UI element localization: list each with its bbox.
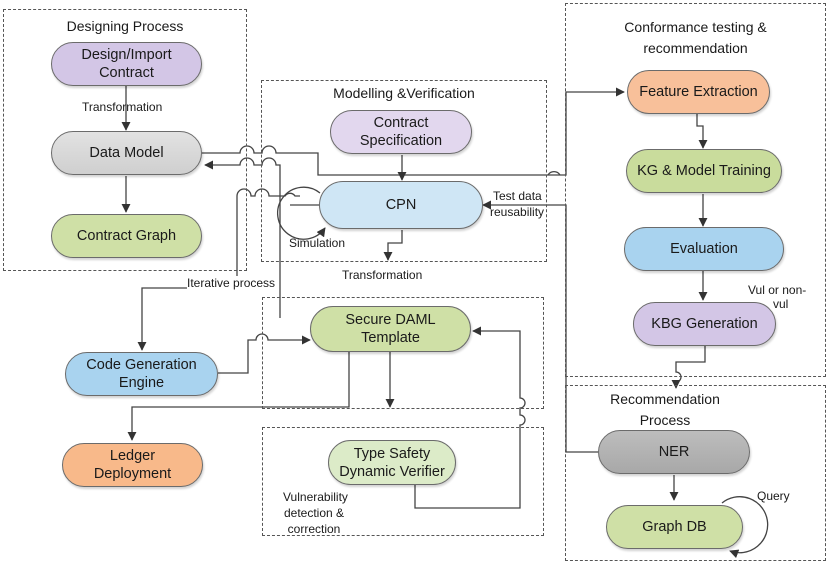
node-cpn[interactable]: CPN (319, 181, 483, 229)
node-data-model-label: Data Model (89, 145, 164, 161)
edge-codegen-to-daml (218, 333, 311, 374)
label-vul-1: Vul or non- (748, 283, 807, 297)
group-recommendation-title-2: Process (639, 412, 691, 428)
node-ledger-line2: Deployment (93, 466, 172, 482)
node-contract-graph[interactable]: Contract Graph (51, 214, 202, 258)
edge-datamodel-to-cpn (202, 145, 560, 176)
node-evaluation-label: Evaluation (670, 241, 738, 257)
group-type-safety (262, 427, 544, 536)
group-modelling-verification (261, 80, 547, 262)
node-type-safety-line1: Type Safety (353, 445, 431, 462)
edge-back-to-datamodel (204, 157, 281, 318)
node-kbg-generation[interactable]: KBG Generation (633, 302, 776, 346)
node-secure-daml-template[interactable]: Secure DAML Template (310, 306, 471, 352)
edge-query-loop (721, 496, 769, 559)
node-design-import-line2: Contract (99, 65, 154, 81)
group-conformance-testing (565, 3, 826, 377)
edge-to-feature-extraction (547, 92, 624, 176)
node-graph-db-label: Graph DB (642, 519, 707, 535)
label-vuln-1: Vulnerability (283, 490, 348, 504)
node-code-gen-line2: Engine (118, 375, 165, 391)
label-vuln-3: correction (287, 522, 341, 536)
node-secure-daml-line2: Template (361, 330, 420, 346)
node-design-import-line1: Design/Import (81, 47, 172, 63)
edge-daml-to-ledger (127, 352, 350, 441)
group-recommendation-process (565, 385, 826, 561)
group-conformance-title-1: Conformance testing & (624, 19, 767, 35)
label-simulation: Simulation (289, 236, 346, 250)
node-contract-graph-label: Contract Graph (76, 228, 177, 244)
edge-kbg-to-ner (671, 346, 706, 389)
node-kg-training-label: KG & Model Training (637, 163, 771, 179)
node-contract-spec-line2: Specification (359, 133, 443, 149)
group-designing-title: Designing Process (66, 18, 184, 34)
label-test-data-1: Test data (493, 189, 542, 203)
label-transformation-2: Transformation (342, 268, 423, 282)
node-cpn-label: CPN (385, 197, 417, 213)
node-ner[interactable]: NER (598, 430, 750, 474)
node-data-model[interactable]: Data Model (51, 131, 202, 175)
label-test-data-2: reusability (490, 205, 545, 219)
label-iterative-process: Iterative process (187, 276, 276, 290)
group-recommendation-title-1: Recommendation (610, 391, 720, 407)
node-ner-label: NER (658, 444, 690, 460)
group-secure-daml (262, 297, 544, 409)
edge-cpn-transformation (383, 230, 403, 261)
group-designing-process (3, 9, 247, 271)
node-kbg-label: KBG Generation (651, 316, 758, 332)
label-vuln-2: detection & (283, 506, 345, 520)
node-secure-daml-line1: Secure DAML (345, 312, 436, 328)
node-type-safety-line2: Dynamic Verifier (339, 463, 445, 480)
edge-verifier-to-daml (414, 326, 526, 509)
group-conformance-title-2: recommendation (643, 40, 748, 56)
edge-simulation-loop (276, 186, 326, 240)
label-transformation-1: Transformation (82, 100, 163, 114)
node-evaluation[interactable]: Evaluation (624, 227, 784, 271)
node-contract-spec-line1: Contract (373, 115, 429, 131)
node-kg-model-training[interactable]: KG & Model Training (626, 149, 782, 193)
edge-feature-to-kg (696, 113, 708, 149)
group-modelling-title: Modelling &Verification (333, 85, 475, 101)
node-feature-extraction-label: Feature Extraction (639, 84, 758, 100)
node-feature-extraction[interactable]: Feature Extraction (627, 70, 770, 114)
node-ledger-line1: Ledger (109, 448, 156, 464)
node-graph-db[interactable]: Graph DB (606, 505, 743, 549)
label-vul-2: vul (773, 297, 789, 311)
edge-ner-to-cpn (482, 200, 598, 453)
node-code-gen-line1: Code Generation (86, 357, 197, 373)
label-query: Query (757, 489, 790, 503)
